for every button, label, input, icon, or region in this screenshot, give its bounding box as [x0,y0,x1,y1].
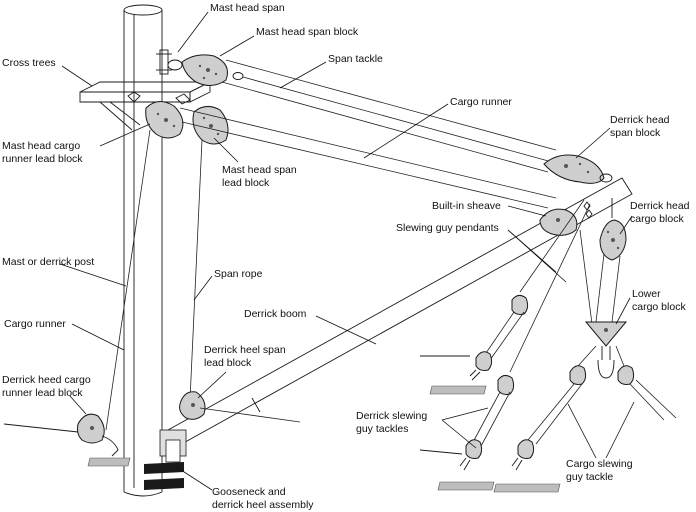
derrick-heed-cargo-runner-lead-block [77,413,119,457]
label-mast-or-derrick-post: Mast or derrick post [2,256,95,268]
lower-cargo-block [584,321,628,379]
label-derrick-heel-span-lead-block-line1: Derrick heel span [204,344,286,356]
ground-anchors [3,355,561,493]
label-derrick-head-cargo-block-line2: cargo block [630,213,684,225]
cross-trees [79,81,211,131]
label-gooseneck-line1: Gooseneck and [212,486,286,498]
derrick-heel-span-lead-block [179,391,301,423]
label-mast-head-span-lead-block-line2: lead block [222,177,270,189]
label-mast-head-span: Mast head span [210,2,285,14]
label-mast-head-span-lead-block-line1: Mast head span [222,164,297,176]
cargo-slewing-guy-tackles [511,345,677,471]
mast-post [123,4,163,497]
mast-head-span-fitting [156,49,172,75]
label-cross-trees: Cross trees [2,57,56,69]
derrick-head-cargo-block [599,198,627,261]
cargo-block-ropes [579,229,621,325]
label-derrick-heel-span-lead-block-line2: lead block [204,357,252,369]
derrick-head-span-block [543,154,613,184]
gooseneck-assembly [144,429,187,490]
label-derrick-slewing-guy-tackles-line2: guy tackles [356,423,409,435]
derrick-slewing-guy-tackle-2 [459,374,515,471]
label-slewing-guy-pendants: Slewing guy pendants [396,222,499,234]
cargo-runner-ropes [105,107,557,431]
label-mast-head-cargo-runner-lead-block-line1: Mast head cargo [2,140,81,152]
label-lower-cargo-block-line2: cargo block [632,301,686,313]
label-mast-head-span-block: Mast head span block [256,26,359,38]
label-gooseneck-line2: derrick heel assembly [212,499,314,511]
mast-head-cargo-runner-lead-block [127,91,184,139]
label-derrick-heed-cargo-runner-lead-block-line1: Derrick heed cargo [2,374,91,386]
span-tackle-ropes [221,59,557,173]
label-span-tackle: Span tackle [328,53,383,65]
label-derrick-head-span-block-line2: span block [610,127,661,139]
label-pointers [59,11,635,491]
label-span-rope: Span rope [214,268,263,280]
mast-head-span-lead-block [175,93,229,145]
label-derrick-head-span-block-line1: Derrick head [610,114,670,126]
label-derrick-boom: Derrick boom [244,308,307,320]
label-built-in-sheave: Built-in sheave [432,200,501,212]
derrick-slewing-guy-tackle-1 [469,294,529,381]
label-lower-cargo-block-line1: Lower [632,288,661,300]
span-rope [189,139,203,401]
label-cargo-slewing-guy-tackle-line1: Cargo slewing [566,458,633,470]
mast-head-span-block [167,54,244,86]
label-cargo-runner-left: Cargo runner [4,318,66,330]
label-derrick-heed-cargo-runner-lead-block-line2: runner lead block [2,387,83,399]
built-in-sheave [539,208,578,236]
label-derrick-head-cargo-block-line1: Derrick head [630,200,690,212]
label-cargo-slewing-guy-tackle-line2: guy tackle [566,471,614,483]
label-derrick-slewing-guy-tackles-line1: Derrick slewing [356,410,428,422]
label-cargo-runner-top: Cargo runner [450,96,512,108]
slewing-guy-pendants [509,199,593,373]
label-mast-head-cargo-runner-lead-block-line2: runner lead block [2,153,83,165]
